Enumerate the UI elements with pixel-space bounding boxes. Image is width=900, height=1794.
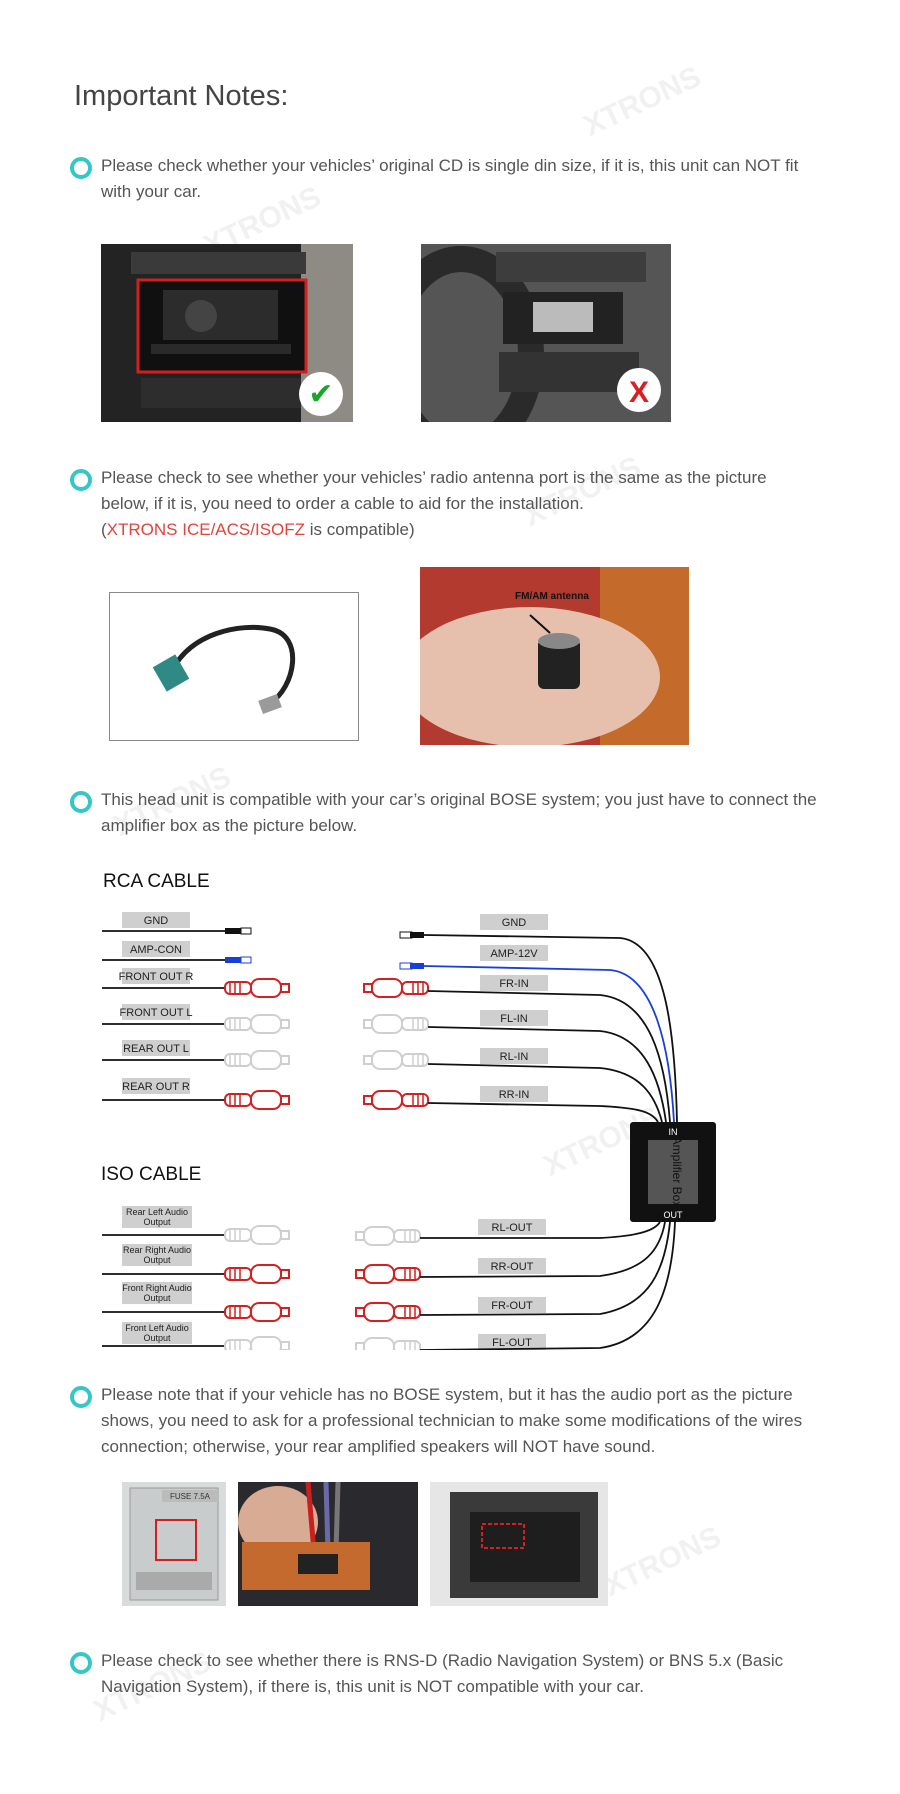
fuse-label: FUSE 7.5A xyxy=(170,1492,211,1501)
amp-box-label: Amplifier Box xyxy=(670,1137,684,1208)
compatible-products: XTRONS ICE/ACS/ISOFZ xyxy=(106,520,306,539)
iso-left-rear-right: Rear Right Audio Output xyxy=(122,1245,192,1265)
iso-right-fr-out: FR-OUT xyxy=(491,1300,533,1312)
note-antenna: Please check to see whether your vehicle… xyxy=(101,465,811,543)
iso-left-front-left: Front Left Audio Output xyxy=(125,1323,189,1343)
iso-cable-title: ISO CABLE xyxy=(101,1164,201,1185)
watermark: XTRONS xyxy=(578,60,706,143)
note-antenna-open: ( xyxy=(101,520,107,539)
amp-out-label: OUT xyxy=(664,1210,684,1220)
check-icon: ✔ xyxy=(308,377,333,412)
rca-right-fr-in: FR-IN xyxy=(499,978,528,990)
antenna-label: FM/AM antenna xyxy=(515,591,589,602)
iso-left-front-right: Front Right Audio Output xyxy=(122,1283,192,1303)
cross-icon: X xyxy=(629,376,649,409)
photo-single-din-ok: ✔ xyxy=(101,244,353,422)
bullet-icon xyxy=(70,469,92,491)
note-antenna-text: Please check to see whether your vehicle… xyxy=(101,468,767,513)
rca-right-rr-in: RR-IN xyxy=(499,1089,530,1101)
amp-in-label: IN xyxy=(669,1127,678,1137)
rca-right-amp-12v: AMP-12V xyxy=(490,948,538,960)
note-bose: This head unit is compatible with your c… xyxy=(101,790,817,835)
page-title: Important Notes: xyxy=(74,80,289,112)
photo-antenna-port: FM/AM antenna xyxy=(420,567,689,745)
rca-left-front-out-l: FRONT OUT L xyxy=(120,1007,193,1019)
iso-right-rr-out: RR-OUT xyxy=(491,1261,534,1273)
bullet-icon xyxy=(70,157,92,179)
rca-right-fl-in: FL-IN xyxy=(500,1013,528,1025)
rca-left-rear-out-r: REAR OUT R xyxy=(122,1081,190,1093)
photo-antenna-cable xyxy=(109,592,359,741)
rca-right-gnd: GND xyxy=(502,917,527,929)
rca-left-gnd: GND xyxy=(144,915,169,927)
photo-fuse-panel: FUSE 7.5A xyxy=(122,1482,226,1606)
note-no-bose: Please note that if your vehicle has no … xyxy=(101,1385,803,1456)
note-antenna-tail: is compatible) xyxy=(305,520,415,539)
photo-double-din-not-ok: X xyxy=(421,244,671,422)
iso-right-rl-out: RL-OUT xyxy=(492,1222,533,1234)
rca-right-rl-in: RL-IN xyxy=(500,1051,529,1063)
photo-iso-port xyxy=(430,1482,608,1606)
wiring-diagram: RCA CABLE ISO CABLE GND AMP-CON FRONT OU… xyxy=(101,871,716,1350)
bullet-icon xyxy=(70,1652,92,1674)
rca-left-amp-con: AMP-CON xyxy=(130,944,182,956)
note-rns-bns: Please check to see whether there is RNS… xyxy=(101,1651,784,1696)
bullet-icon xyxy=(70,1386,92,1408)
rca-left-front-out-r: FRONT OUT R xyxy=(119,971,194,983)
iso-left-rear-left: Rear Left Audio Output xyxy=(125,1207,189,1227)
bullet-icon xyxy=(70,791,92,813)
rca-cable-title: RCA CABLE xyxy=(103,871,210,892)
iso-right-fl-out: FL-OUT xyxy=(492,1337,532,1349)
watermark: XTRONS xyxy=(598,1520,726,1603)
photo-connector-wires xyxy=(238,1482,418,1606)
note-single-din: Please check whether your vehicles’ orig… xyxy=(101,156,799,201)
rca-left-rear-out-l: REAR OUT L xyxy=(123,1043,189,1055)
